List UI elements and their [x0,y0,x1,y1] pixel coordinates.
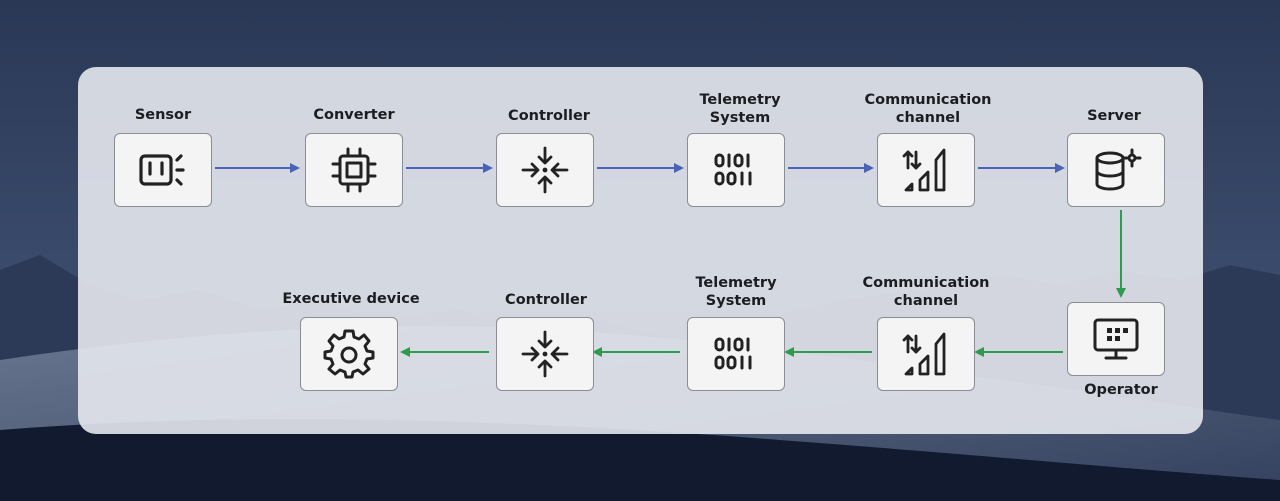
diagram-panel [78,67,1203,434]
binary-icon [714,337,752,370]
node-converter[interactable] [305,133,403,207]
converge-arrows-icon [521,146,569,194]
telemetry-label: Telemetry System [699,92,781,126]
sensor-icon [139,154,185,186]
database-gear-icon [1095,148,1142,191]
telemetry2-label: Telemetry System [695,275,777,309]
converter-label: Converter [313,107,395,123]
node-channel[interactable] [877,133,975,207]
gear-icon [323,329,375,379]
node-telemetry[interactable] [687,133,785,207]
node-operator[interactable] [1067,302,1165,376]
controller2-label: Controller [505,292,587,308]
executive-label: Executive device [282,291,420,307]
node-sensor[interactable] [114,133,212,207]
node-controller-2[interactable] [496,317,594,391]
signal-icon [902,148,946,192]
node-executive[interactable] [300,317,398,391]
channel2-label: Communication channel [862,275,990,309]
node-channel-2[interactable] [877,317,975,391]
binary-icon [714,153,752,186]
signal-icon [902,332,946,376]
node-telemetry-2[interactable] [687,317,785,391]
channel-label: Communication channel [864,92,992,126]
chip-icon [331,147,377,193]
converge-arrows-icon [521,330,569,378]
server-label: Server [1087,108,1141,124]
operator-label: Operator [1084,382,1158,398]
controller-label: Controller [508,108,590,124]
monitor-icon [1093,318,1139,360]
node-server[interactable] [1067,133,1165,207]
node-controller[interactable] [496,133,594,207]
sensor-label: Sensor [134,107,192,123]
